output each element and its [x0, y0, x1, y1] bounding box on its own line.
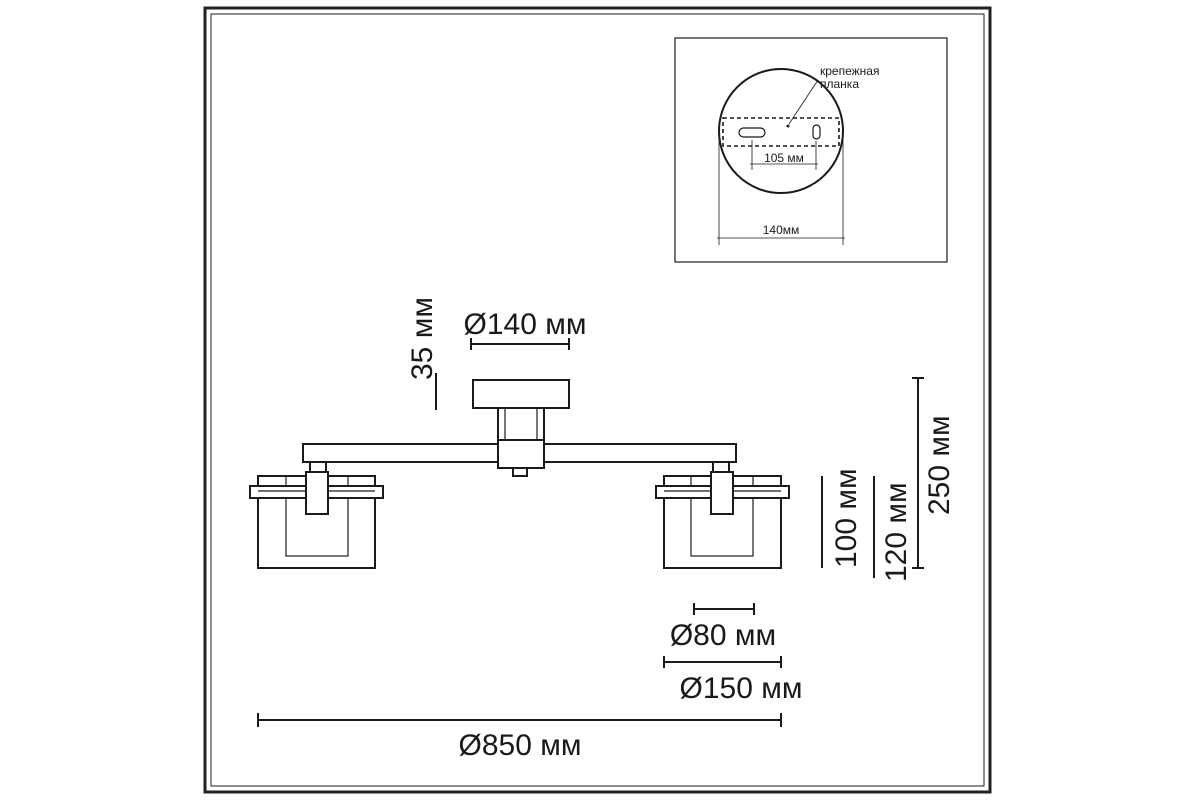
- arm-hub: [497, 439, 545, 469]
- base-dimension-text: 140мм: [763, 223, 800, 237]
- ceiling-canopy: [472, 379, 570, 409]
- shade-outer-height-text: 120 мм: [880, 482, 913, 582]
- right-lamp-holder: [710, 471, 734, 515]
- plate-center-mark: [786, 124, 790, 128]
- outer-frame: [203, 6, 992, 794]
- dim-canopy-height: 35 мм: [406, 297, 439, 410]
- left-lamp-holder: [305, 471, 329, 515]
- dim-shade-inner-diameter: Ø80 мм: [670, 603, 776, 652]
- mounting-slot-right: [812, 124, 821, 140]
- left-shade: [249, 461, 384, 569]
- dim-shade-outer-diameter: Ø150 мм: [663, 656, 803, 705]
- dim-shade-height-outer: 120 мм: [873, 476, 913, 582]
- dim-shade-height-inner: 100 мм: [821, 468, 863, 568]
- dim-canopy-diameter: Ø140 мм: [464, 308, 587, 350]
- dim-total-width: Ø850 мм: [257, 713, 782, 762]
- holes-dimension-text: 105 мм: [764, 151, 804, 165]
- mounting-plate-inset: крепежная планка 105 мм 140мм: [674, 37, 948, 263]
- shade-inner-diameter-text: Ø80 мм: [670, 619, 776, 652]
- canopy-diameter-text: Ø140 мм: [464, 308, 587, 341]
- canopy-height-text: 35 мм: [406, 297, 439, 380]
- shade-outer-diameter-text: Ø150 мм: [680, 672, 803, 705]
- right-shade: [655, 461, 790, 569]
- mounting-slot-left: [738, 127, 766, 138]
- mounting-plate-outline: [722, 117, 840, 147]
- total-height-text: 250 мм: [923, 415, 956, 515]
- plate-leader-line: [788, 79, 819, 125]
- lamp-elevation: [249, 379, 790, 569]
- dim-total-height: 250 мм: [912, 377, 956, 569]
- plate-label-line1: крепежная: [820, 64, 879, 78]
- shade-inner-height-text: 100 мм: [830, 468, 863, 568]
- total-width-text: Ø850 мм: [459, 729, 582, 762]
- plate-label-line2: планка: [820, 77, 859, 91]
- inner-frame: [210, 13, 985, 787]
- stem-nut: [512, 467, 528, 477]
- inset-frame: [674, 37, 948, 263]
